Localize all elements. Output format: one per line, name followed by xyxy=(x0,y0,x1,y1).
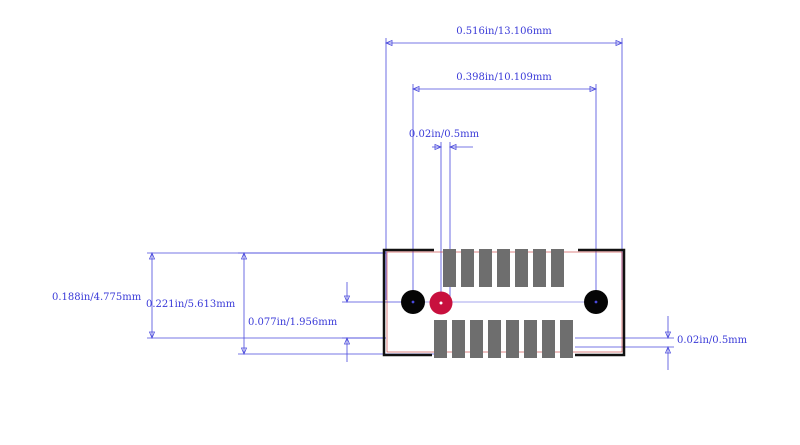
dim-pin-pitch-label: 0.02in/0.5mm xyxy=(409,129,480,140)
pad xyxy=(443,249,456,287)
pad xyxy=(497,249,510,287)
pad xyxy=(452,320,465,358)
bottom-pad-row xyxy=(434,320,573,358)
dim-mount-hole-spacing xyxy=(411,84,598,302)
pad xyxy=(524,320,537,358)
pad xyxy=(533,249,546,287)
pin1-marker-center xyxy=(439,301,443,305)
top-pad-row xyxy=(443,249,564,287)
pad xyxy=(461,249,474,287)
dim-row-offset xyxy=(342,282,408,362)
dim-pad-extent-height-label: 0.221in/5.613mm xyxy=(146,299,236,310)
pad xyxy=(551,249,564,287)
pad xyxy=(560,320,573,358)
dim-mount-hole-spacing-label: 0.398in/10.109mm xyxy=(456,72,552,83)
pad xyxy=(488,320,501,358)
dim-pad-width-label: 0.02in/0.5mm xyxy=(677,335,748,346)
dim-overall-width-label: 0.516in/13.106mm xyxy=(456,26,552,37)
dim-overall-height-label: 0.188in/4.775mm xyxy=(52,292,142,303)
pad xyxy=(470,320,483,358)
mount-hole-right-center xyxy=(594,300,598,304)
body-outline xyxy=(382,248,626,357)
pad xyxy=(542,320,555,358)
pad xyxy=(479,249,492,287)
dim-row-offset-label: 0.077in/1.956mm xyxy=(248,317,338,328)
pad xyxy=(506,320,519,358)
mount-hole-left-center xyxy=(411,300,415,304)
pad xyxy=(434,320,447,358)
pad xyxy=(515,249,528,287)
